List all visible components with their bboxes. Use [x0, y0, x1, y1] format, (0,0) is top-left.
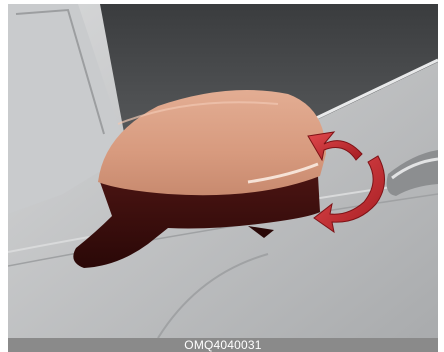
- figure-code: OMQ4040031: [184, 338, 261, 352]
- side-mirror-illustration: [8, 4, 438, 338]
- figure-caption-bar: OMQ4040031: [8, 338, 438, 352]
